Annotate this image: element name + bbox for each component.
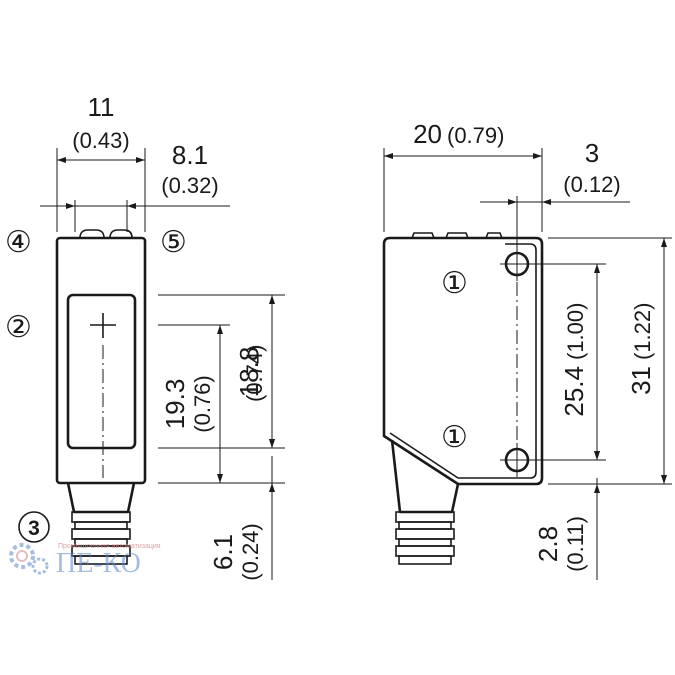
callout-3-group: 3 bbox=[18, 511, 50, 543]
dim-front-offset: 8.1 (0.32) bbox=[40, 140, 230, 232]
watermark: Промышленная автоматизация ПЕ-КО bbox=[9, 543, 161, 579]
dim-side-depth: 20 (0.79) bbox=[383, 119, 543, 232]
dim-front-offset-value: 8.1 bbox=[172, 140, 208, 170]
callout-3-circle bbox=[18, 511, 50, 543]
dim-front-window: 19.3 (0.76) bbox=[160, 325, 223, 483]
dim-side-depth-value: 20 bbox=[413, 119, 442, 149]
callout-5: ⑤ bbox=[160, 225, 187, 260]
side-top-bumps bbox=[411, 232, 503, 239]
dim-side-hole-spacing-value: 25.4 bbox=[559, 366, 589, 417]
front-housing bbox=[55, 236, 147, 485]
side-view: ① ① 20 (0.79) 3 (0.12) bbox=[382, 119, 672, 580]
dim-side-hole-offset-inch: (0.12) bbox=[563, 172, 620, 197]
side-connector-rings bbox=[395, 511, 455, 565]
side-mounting-hole-bottom bbox=[500, 443, 534, 477]
dim-side-bottom-offset: 2.8 (0.11) bbox=[533, 451, 600, 580]
watermark-gear-icon bbox=[9, 543, 49, 575]
dim-side-bottom-offset-value: 2.8 bbox=[533, 526, 563, 562]
dim-side-hole-spacing-inch: (1.00) bbox=[563, 303, 588, 360]
dim-front-connector: 6.1 (0.24) bbox=[208, 439, 275, 581]
front-optical-window bbox=[66, 293, 137, 450]
callout-4: ④ bbox=[5, 225, 32, 260]
dim-front-width-value: 11 bbox=[88, 92, 115, 122]
side-mounting-hole-top bbox=[500, 247, 534, 281]
callout-1-bottom-label: ① bbox=[441, 420, 468, 455]
dim-front-window-value: 19.3 bbox=[160, 379, 190, 430]
dim-front-window-inch: (0.76) bbox=[190, 375, 215, 432]
front-connector-rings bbox=[71, 511, 131, 565]
front-connector-neck bbox=[66, 482, 136, 514]
callout-3: 3 bbox=[28, 517, 40, 540]
callout-2: ② bbox=[5, 310, 32, 345]
callout-1-bottom: ① bbox=[441, 420, 468, 455]
callout-1-top: ① bbox=[441, 266, 468, 301]
dim-front-width: 11 (0.43) bbox=[56, 92, 146, 232]
dim-front-connector-inch: (0.24) bbox=[238, 523, 263, 580]
dim-front-width-inch: (0.43) bbox=[72, 128, 129, 153]
watermark-tagline: Промышленная автоматизация bbox=[58, 543, 161, 550]
dim-side-total-height: 31 (1.22) bbox=[626, 238, 667, 484]
dim-side-total-height-inch: (1.22) bbox=[630, 303, 655, 360]
dim-front-connector-value: 6.1 bbox=[208, 534, 238, 570]
dim-front-body: 18.8 (0.74) bbox=[234, 295, 275, 448]
dim-side-hole-spacing: 25.4 (1.00) bbox=[559, 264, 600, 460]
callout-1-top-label: ① bbox=[441, 266, 468, 301]
watermark-brand: ПЕ-КО bbox=[56, 548, 141, 579]
dim-side-hole-offset-value: 3 bbox=[585, 138, 599, 168]
dim-front-body-inch: (0.74) bbox=[242, 345, 267, 402]
dim-front-offset-inch: (0.32) bbox=[161, 173, 218, 198]
dim-side-bottom-offset-inch: (0.11) bbox=[563, 516, 588, 572]
dim-side-hole-offset: 3 (0.12) bbox=[480, 138, 630, 250]
front-top-bumps bbox=[79, 229, 133, 239]
dim-side-depth-inch: (0.79) bbox=[447, 123, 504, 148]
side-housing-inner bbox=[389, 243, 537, 479]
dim-side-total-height-value: 31 bbox=[626, 366, 656, 395]
dim-front-body-value: 18.8 bbox=[234, 347, 264, 398]
side-housing bbox=[382, 236, 544, 486]
front-view: 11 (0.43) 8.1 (0.32) 19.3 (0.76 bbox=[40, 92, 285, 581]
